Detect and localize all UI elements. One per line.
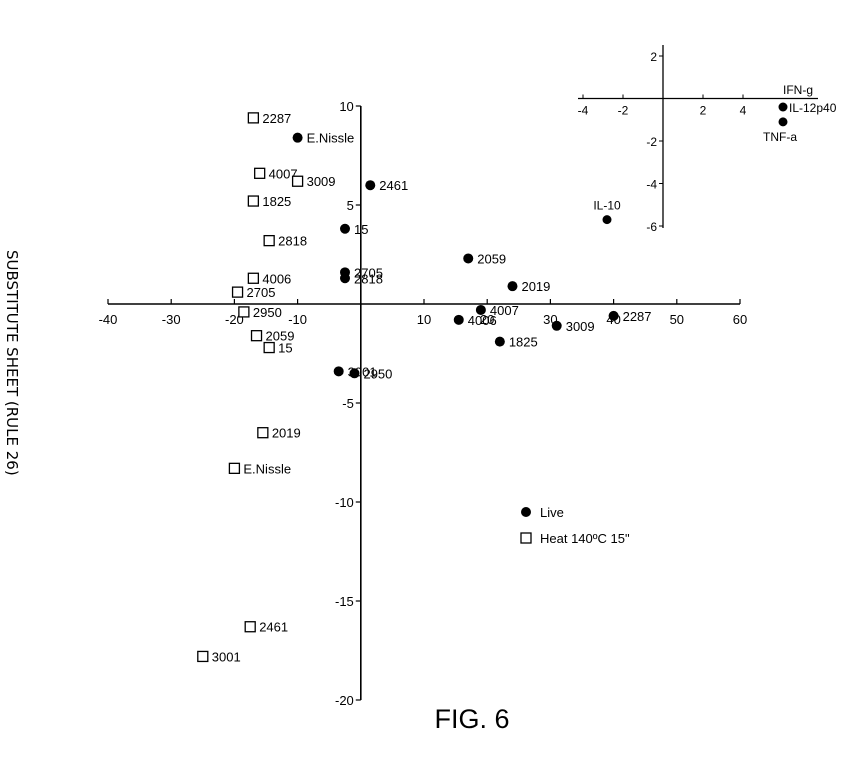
inset-loading-point — [778, 102, 788, 112]
x-tick-label: -10 — [288, 312, 307, 327]
point-label: 4007 — [490, 303, 519, 318]
point-label: E.Nissle — [243, 461, 291, 476]
inset-loading-point — [778, 117, 788, 127]
point-label: 2818 — [278, 234, 307, 249]
inset-y-tick-label: -6 — [646, 220, 657, 234]
point-label: 2059 — [266, 329, 295, 344]
heat-point — [263, 234, 275, 247]
y-tick-label: -5 — [342, 396, 354, 411]
heat-point — [291, 175, 304, 187]
heat-point — [257, 427, 269, 439]
x-tick-label: 60 — [733, 312, 747, 327]
legend-marker-heat — [520, 532, 532, 544]
x-tick-label: 50 — [670, 312, 684, 327]
heat-point — [254, 167, 266, 179]
point-label: 2705 — [354, 265, 383, 280]
point-label: 2705 — [247, 285, 276, 300]
live-point — [608, 310, 619, 321]
legend-marker-live — [521, 507, 531, 517]
point-label: 2461 — [379, 178, 408, 193]
live-point — [494, 336, 505, 347]
point-label: 4006 — [468, 313, 497, 328]
inset-y-tick-label: 2 — [650, 50, 657, 64]
live-point — [333, 366, 344, 377]
heat-point — [244, 621, 256, 633]
point-label: 2950 — [253, 305, 282, 320]
legend-label: Live — [540, 505, 564, 520]
inset-y-tick-label: -4 — [646, 178, 657, 192]
point-label: 2818 — [354, 271, 383, 286]
inset-point-label: TNF-a — [763, 130, 797, 144]
heat-point — [231, 286, 244, 298]
x-tick-label: 10 — [417, 312, 431, 327]
heat-point — [263, 341, 275, 354]
main-scatter: -40-30-20-10102030405060105-5-10-15-20E.… — [99, 99, 748, 708]
point-label: 15 — [354, 222, 368, 237]
y-tick-label: 10 — [339, 99, 353, 114]
y-tick-label: -15 — [335, 594, 354, 609]
heat-point — [247, 272, 260, 284]
live-point — [453, 314, 464, 325]
inset-point-label: IL-12p40 — [789, 101, 837, 115]
inset-y-tick-label: -2 — [646, 135, 657, 149]
point-label: 1825 — [262, 194, 291, 209]
point-label: 2019 — [272, 426, 301, 441]
point-label: 2287 — [623, 309, 652, 324]
heat-point — [247, 195, 260, 207]
inset-point-label: IL-10 — [593, 199, 621, 213]
live-point — [349, 368, 360, 379]
inset-loading-point — [602, 215, 612, 225]
live-point — [475, 304, 486, 315]
live-point — [340, 223, 350, 234]
point-label: 2287 — [262, 111, 291, 126]
point-label: 4006 — [262, 271, 291, 286]
heat-point — [228, 462, 241, 474]
heat-point — [238, 306, 250, 318]
point-label: 3001 — [212, 649, 241, 664]
live-point — [365, 180, 376, 191]
live-point — [551, 320, 562, 331]
inset-x-tick-label: -4 — [578, 104, 589, 118]
inset-x-tick-label: 4 — [740, 104, 747, 118]
live-point — [340, 273, 350, 284]
heat-point — [250, 330, 263, 342]
live-point — [507, 281, 518, 292]
y-tick-label: -10 — [335, 495, 354, 510]
x-tick-label: -30 — [162, 312, 181, 327]
point-label: 3009 — [566, 319, 595, 334]
point-label: 2950 — [363, 366, 392, 381]
y-tick-label: 5 — [347, 198, 354, 213]
x-tick-label: 20 — [480, 312, 494, 327]
point-label: 2461 — [259, 620, 288, 635]
point-label: E.Nissle — [307, 131, 355, 146]
live-point — [463, 253, 474, 264]
heat-point — [197, 650, 209, 663]
figure-label: FIG. 6 — [434, 704, 509, 734]
x-tick-label: -40 — [99, 312, 118, 327]
inset-point-label: IFN-g — [783, 83, 813, 97]
legend-label: Heat 140ºC 15" — [540, 531, 630, 546]
live-point — [292, 132, 303, 143]
heat-point — [247, 112, 260, 124]
inset-x-tick-label: -2 — [618, 104, 629, 118]
point-label: 2019 — [521, 279, 550, 294]
point-label: 2059 — [477, 251, 506, 266]
inset-x-tick-label: 2 — [700, 104, 707, 118]
y-tick-label: -20 — [335, 693, 354, 708]
point-label: 4007 — [269, 166, 298, 181]
point-label: 1825 — [509, 335, 538, 350]
point-label: 3009 — [307, 174, 336, 189]
point-label: 15 — [278, 341, 292, 356]
